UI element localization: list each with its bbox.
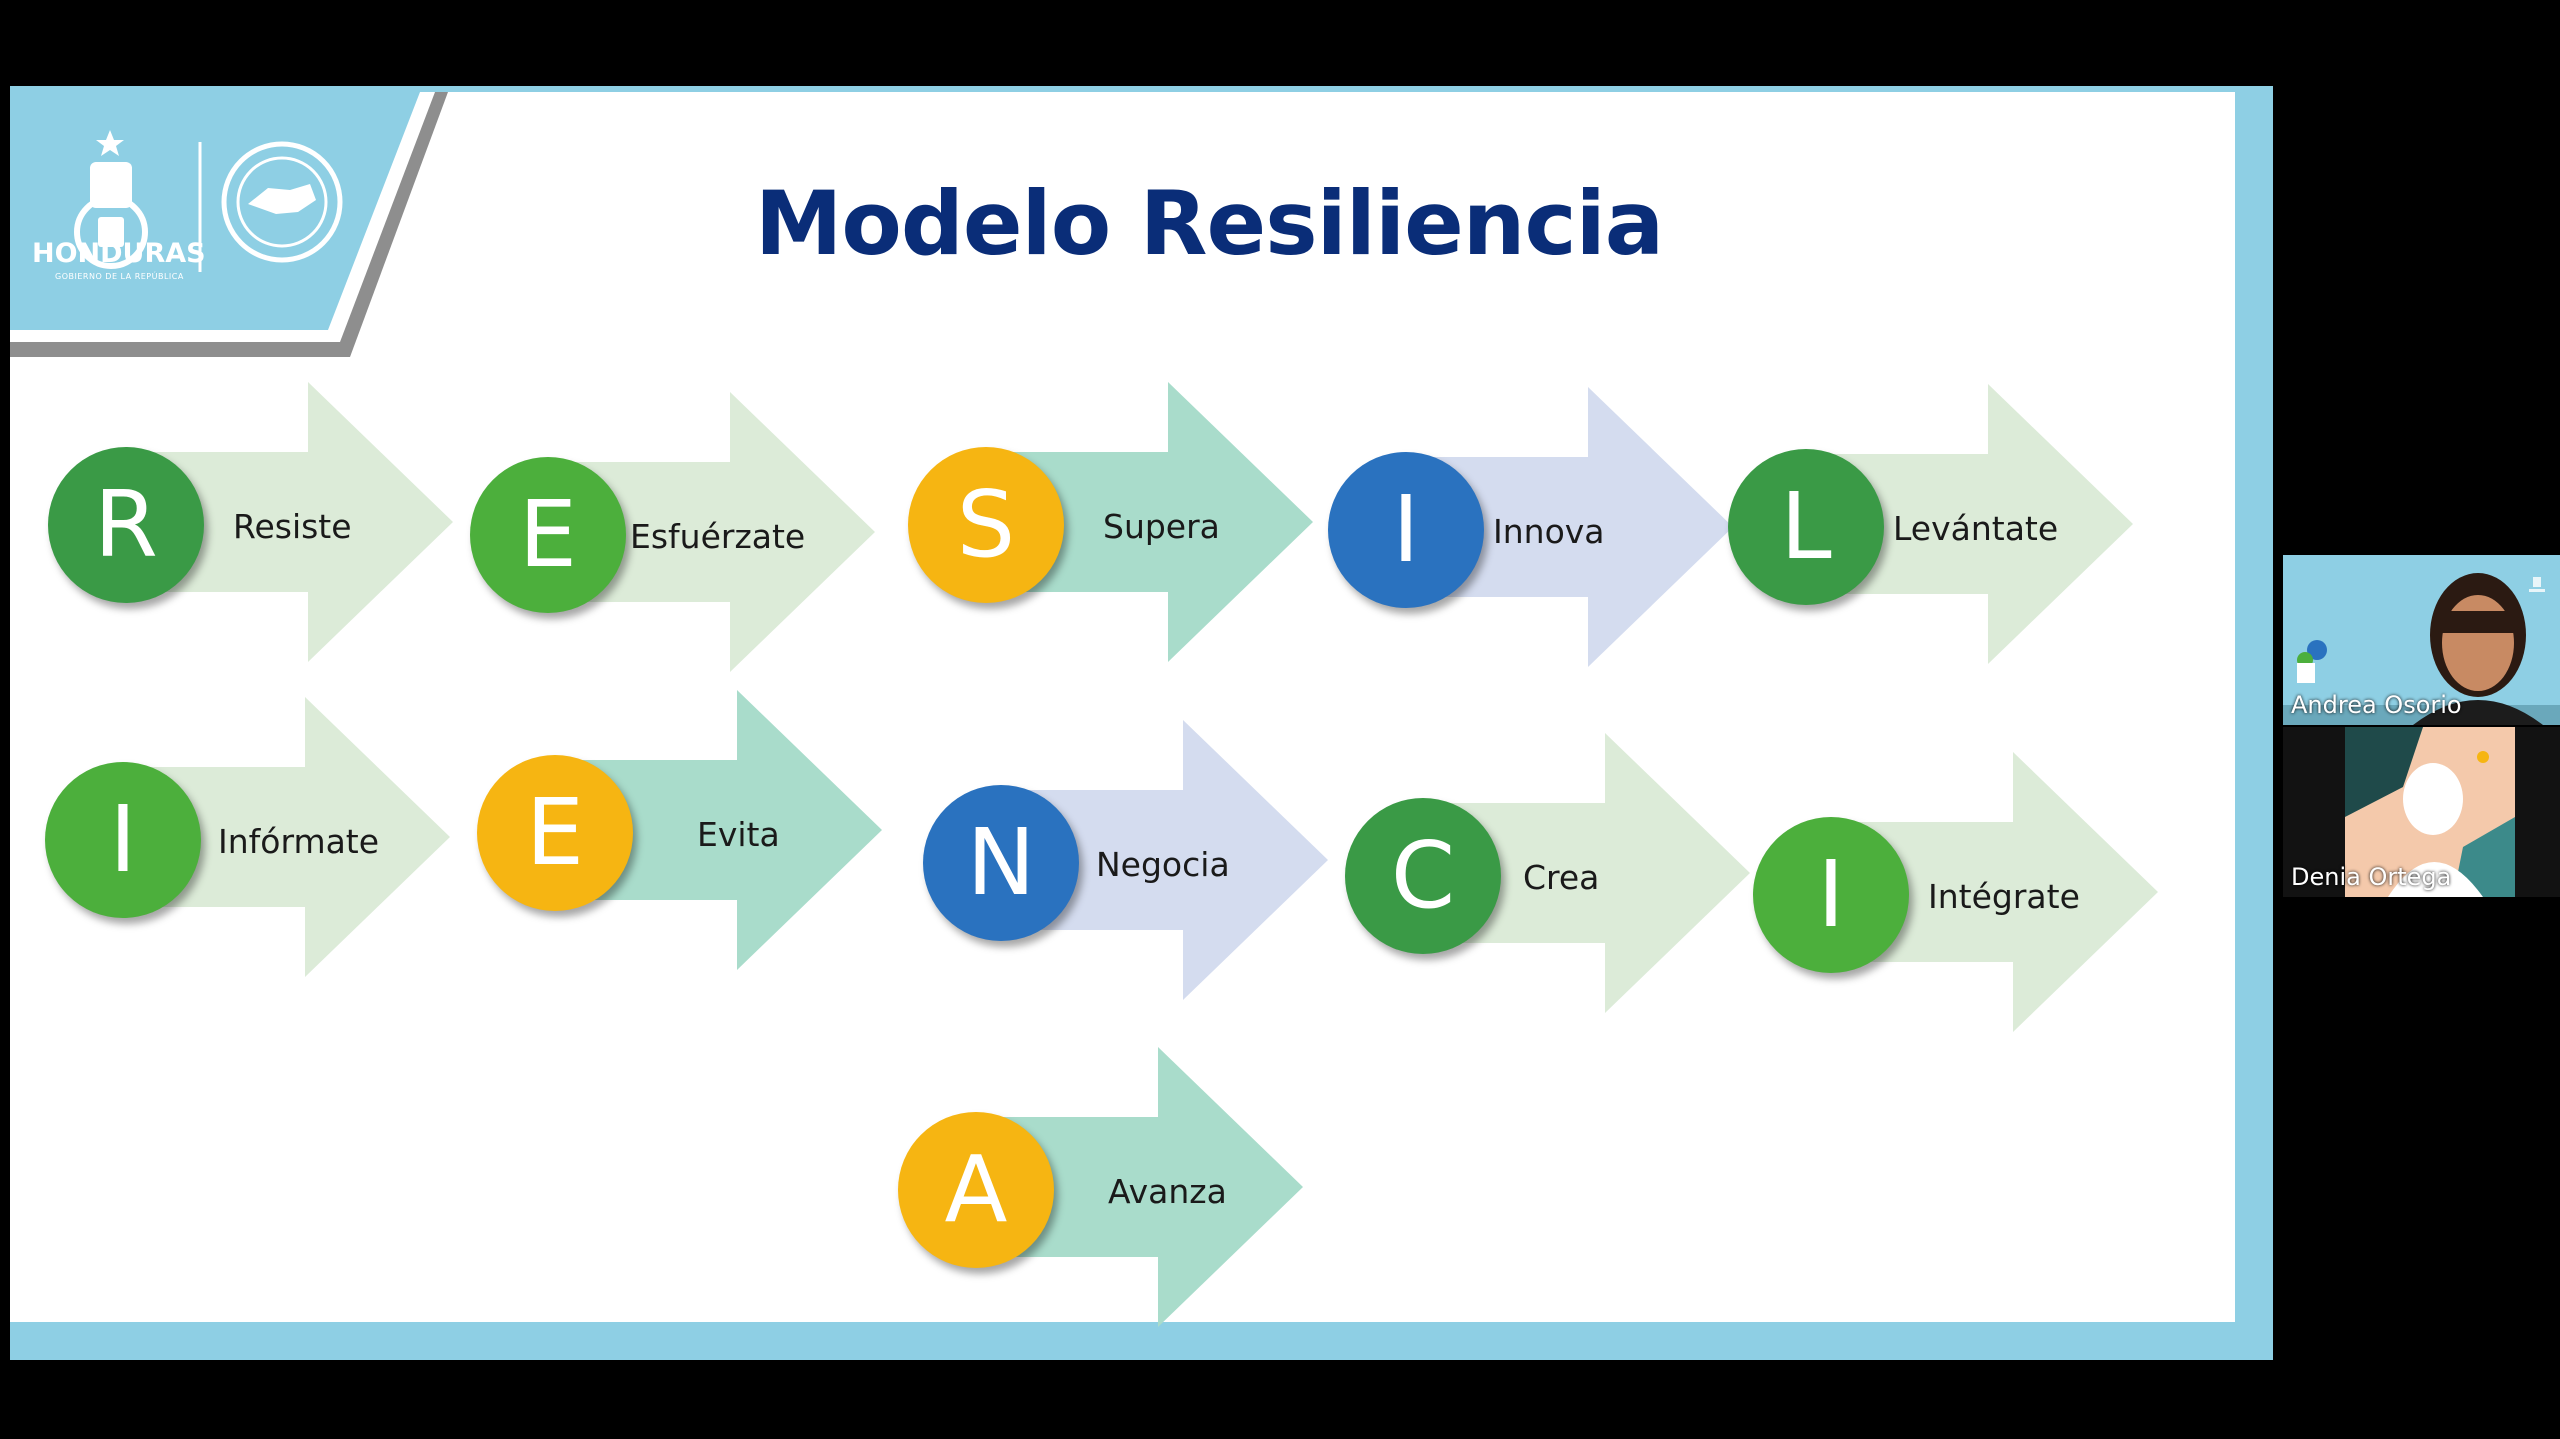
arrow-shape bbox=[958, 1047, 1303, 1327]
letter-circle: R bbox=[48, 447, 204, 603]
letter-circle: L bbox=[1728, 449, 1884, 605]
item-word: Avanza bbox=[1108, 1172, 1227, 1211]
logo-subtext: GOBIERNO DE LA REPÚBLICA bbox=[55, 272, 184, 281]
slide-right-strip bbox=[2235, 92, 2273, 1360]
resilience-item: I Intégrate bbox=[1753, 752, 2173, 1032]
presentation-slide: HONDURAS GOBIERNO DE LA REPÚBLICA Modelo… bbox=[10, 86, 2273, 1360]
letter-circle: C bbox=[1345, 798, 1501, 954]
item-word: Crea bbox=[1523, 858, 1600, 897]
logo-banner: HONDURAS GOBIERNO DE LA REPÚBLICA bbox=[10, 92, 470, 362]
participant-video bbox=[2283, 555, 2560, 725]
letter-circle: I bbox=[45, 762, 201, 918]
slide-title: Modelo Resiliencia bbox=[754, 172, 1664, 275]
logo-banner-shape bbox=[10, 92, 448, 357]
item-word: Supera bbox=[1103, 507, 1220, 546]
letter-circle: A bbox=[898, 1112, 1054, 1268]
seal-icon bbox=[221, 141, 343, 263]
watermark-logo bbox=[2529, 577, 2545, 592]
resilience-item: S Supera bbox=[908, 382, 1328, 662]
letter-circle: E bbox=[470, 457, 626, 613]
person-video bbox=[2413, 573, 2543, 725]
item-word: Levántate bbox=[1893, 509, 2059, 548]
arrow-shape bbox=[530, 392, 875, 672]
participant-avatar bbox=[2283, 727, 2560, 897]
item-word: Innova bbox=[1493, 512, 1605, 551]
participant-name: Denia Ortega bbox=[2291, 863, 2452, 891]
participant-tile-denia[interactable]: Denia Ortega bbox=[2283, 727, 2560, 897]
arrow-shape bbox=[1813, 752, 2158, 1032]
item-word: Negocia bbox=[1096, 845, 1230, 884]
arrow-shape bbox=[1388, 387, 1733, 667]
slide-bottom-strip bbox=[10, 1322, 2273, 1360]
arrow-shape bbox=[1405, 733, 1750, 1013]
resilience-item: R Resiste bbox=[48, 382, 468, 662]
item-word: Infórmate bbox=[218, 822, 380, 861]
arrow-shape bbox=[108, 382, 453, 662]
resilience-item: C Crea bbox=[1345, 733, 1765, 1013]
letter-circle: I bbox=[1753, 817, 1909, 973]
arrow-shape bbox=[1788, 384, 2133, 664]
item-word: Intégrate bbox=[1928, 877, 2080, 916]
participant-tile-andrea[interactable]: Andrea Osorio bbox=[2283, 555, 2560, 725]
resilience-item: A Avanza bbox=[898, 1047, 1318, 1327]
letter-circle: S bbox=[908, 447, 1064, 603]
item-word: Esfuérzate bbox=[630, 517, 806, 556]
resilience-item: I Infórmate bbox=[45, 697, 465, 977]
arrow-shape bbox=[105, 697, 450, 977]
arrow-shape bbox=[537, 690, 882, 970]
resilience-item: N Negocia bbox=[923, 720, 1343, 1000]
letter-circle: E bbox=[477, 755, 633, 911]
letter-circle: I bbox=[1328, 452, 1484, 608]
item-word: Resiste bbox=[233, 507, 352, 546]
resilience-item: E Evita bbox=[477, 690, 897, 970]
balloon-icon bbox=[2297, 640, 2327, 683]
participant-name: Andrea Osorio bbox=[2291, 691, 2462, 719]
coat-of-arms-icon bbox=[74, 130, 148, 269]
arrow-shape bbox=[968, 382, 1313, 662]
item-word: Evita bbox=[697, 815, 780, 854]
logo-text: HONDURAS bbox=[32, 238, 206, 269]
arrow-shape bbox=[983, 720, 1328, 1000]
letter-circle: N bbox=[923, 785, 1079, 941]
